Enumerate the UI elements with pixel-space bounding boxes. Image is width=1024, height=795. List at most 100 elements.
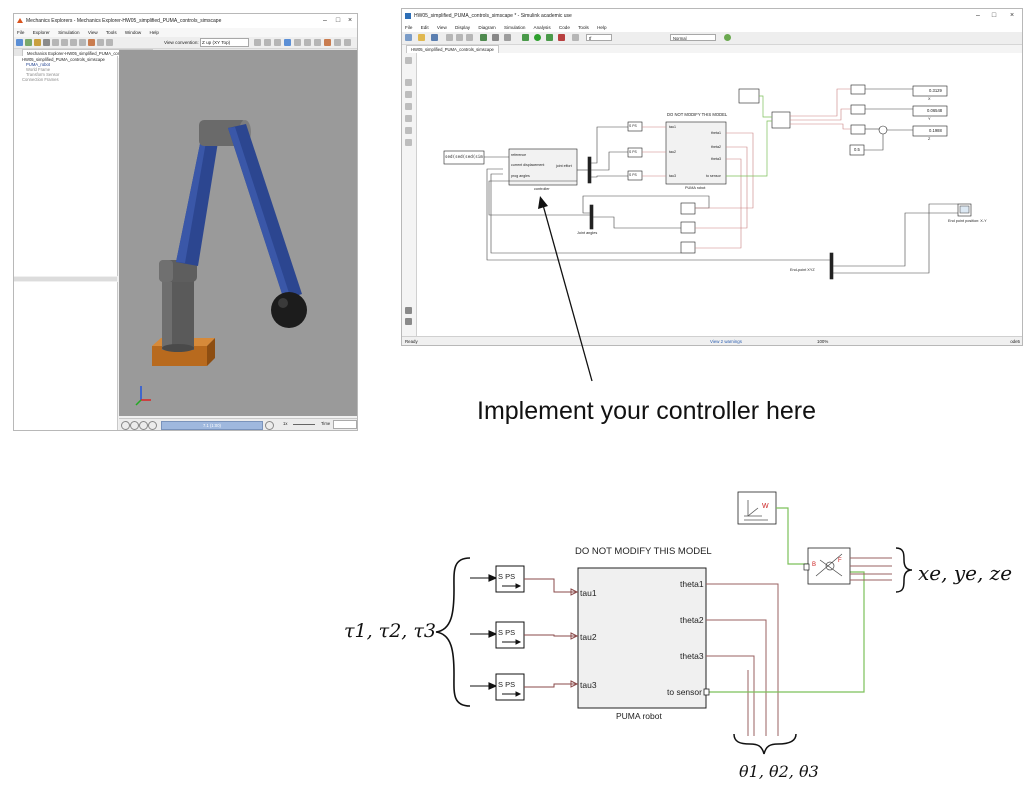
view-4-icon[interactable] xyxy=(284,39,291,46)
open-icon[interactable] xyxy=(418,34,425,41)
view-top-icon[interactable] xyxy=(70,39,77,46)
sl-maximize-button[interactable]: □ xyxy=(991,12,997,19)
time-field[interactable] xyxy=(333,420,357,429)
sim-mode-select[interactable]: Normal xyxy=(670,34,716,41)
pss-block-3[interactable] xyxy=(680,241,696,254)
pss-x-block[interactable] xyxy=(850,84,866,95)
rotate-icon[interactable] xyxy=(34,39,41,46)
sl-menu-tools[interactable]: Tools xyxy=(578,25,589,30)
close-button[interactable]: × xyxy=(347,17,353,24)
world-frame-block[interactable] xyxy=(738,88,760,104)
playback-progress[interactable]: 7.1 (1:00) xyxy=(161,421,263,430)
settings-icon[interactable] xyxy=(492,34,499,41)
palette-fit-icon[interactable] xyxy=(405,91,412,98)
new-model-icon[interactable] xyxy=(405,34,412,41)
pan-icon[interactable] xyxy=(43,39,50,46)
play-button[interactable] xyxy=(139,421,148,430)
library-icon[interactable] xyxy=(480,34,487,41)
menu-simulation[interactable]: Simulation xyxy=(58,30,80,35)
stop-icon[interactable] xyxy=(558,34,565,41)
sl-close-button[interactable]: × xyxy=(1009,12,1015,19)
sl-menu-diagram[interactable]: Diagram xyxy=(478,25,496,30)
palette-hide-icon[interactable] xyxy=(405,57,412,64)
palette-arrow-icon[interactable] xyxy=(405,103,412,110)
sps-block-1[interactable] xyxy=(627,121,643,132)
back-icon[interactable] xyxy=(446,34,453,41)
detail-sps-block-3[interactable] xyxy=(495,673,525,701)
pss-block-2[interactable] xyxy=(680,221,696,234)
stop-time-field[interactable]: tf xyxy=(586,34,612,41)
sl-menu-file[interactable]: File xyxy=(405,25,413,30)
step-forward-button[interactable] xyxy=(148,421,157,430)
menu-file[interactable]: File xyxy=(17,30,25,35)
sl-menu-help[interactable]: Help xyxy=(597,25,607,30)
palette-image-icon[interactable] xyxy=(405,127,412,134)
tree-item-transform-sensor[interactable]: Transform Sensor xyxy=(26,72,60,77)
view-convention-select[interactable]: Z up (XY Top) xyxy=(200,38,249,47)
menu-window[interactable]: Window xyxy=(124,30,142,35)
forward-icon[interactable] xyxy=(456,34,463,41)
view-5-icon[interactable] xyxy=(294,39,301,46)
display-x-block[interactable] xyxy=(912,85,948,97)
detail-world-frame-block[interactable] xyxy=(737,491,777,525)
tree-item-connection-frames[interactable]: Connection Frames xyxy=(22,77,59,82)
menu-tools[interactable]: Tools xyxy=(105,30,117,35)
display-y-block[interactable] xyxy=(912,105,948,117)
menu-explorer[interactable]: Explorer xyxy=(32,30,50,35)
step-back-sim-icon[interactable] xyxy=(522,34,529,41)
tree-item-world-frame[interactable]: World Frame xyxy=(26,67,51,72)
display-z-block[interactable] xyxy=(912,125,948,137)
view-3-icon[interactable] xyxy=(274,39,281,46)
record-icon[interactable] xyxy=(106,39,113,46)
sl-menu-code[interactable]: Code xyxy=(558,25,570,30)
menu-view[interactable]: View xyxy=(87,30,98,35)
pss-block-1[interactable] xyxy=(680,202,696,215)
up-icon[interactable] xyxy=(466,34,473,41)
sl-menu-display[interactable]: Display xyxy=(455,25,471,30)
loop-button[interactable] xyxy=(265,421,274,430)
play-back-button[interactable] xyxy=(121,421,130,430)
detail-sps-block-1[interactable] xyxy=(495,565,525,593)
transform-sensor-block[interactable] xyxy=(771,111,791,129)
menu-help[interactable]: Help xyxy=(149,30,159,35)
view-iso-icon[interactable] xyxy=(79,39,86,46)
model-tab[interactable]: HW05_simplified_PUMA_controls_simscape xyxy=(406,45,499,54)
controller-block[interactable] xyxy=(508,148,578,186)
tree-item-puma[interactable]: PUMA_robot xyxy=(26,62,50,67)
status-warnings[interactable]: View 2 warnings xyxy=(710,339,742,344)
3d-viewport[interactable] xyxy=(119,50,357,416)
puma-robot-block[interactable] xyxy=(665,121,727,185)
palette-area-icon[interactable] xyxy=(405,139,412,146)
pss-z-block[interactable] xyxy=(850,124,866,135)
simulink-canvas[interactable]: sed(sed(sed(sim reference current displa… xyxy=(417,53,1022,336)
step-back-button[interactable] xyxy=(130,421,139,430)
maximize-button[interactable]: □ xyxy=(335,17,341,24)
frames-icon[interactable] xyxy=(88,39,95,46)
lighting-icon[interactable] xyxy=(97,39,104,46)
view-6-icon[interactable] xyxy=(304,39,311,46)
status-solver[interactable]: ode5 xyxy=(1010,339,1020,344)
pss-y-block[interactable] xyxy=(850,104,866,115)
sl-menu-view[interactable]: View xyxy=(436,25,447,30)
check-icon[interactable] xyxy=(724,34,731,41)
palette-explorer-icon[interactable] xyxy=(405,318,412,325)
sps-block-3[interactable] xyxy=(627,170,643,181)
save-icon[interactable] xyxy=(431,34,438,41)
tree-splitter[interactable] xyxy=(14,277,117,281)
fit-icon[interactable] xyxy=(25,39,32,46)
sps-block-2[interactable] xyxy=(627,147,643,158)
minimize-button[interactable]: – xyxy=(323,17,327,24)
view-1-icon[interactable] xyxy=(254,39,261,46)
view-front-icon[interactable] xyxy=(52,39,59,46)
palette-zoom-icon[interactable] xyxy=(405,79,412,86)
view-9-icon[interactable] xyxy=(334,39,341,46)
grid-icon[interactable] xyxy=(504,34,511,41)
speed-slider[interactable] xyxy=(293,424,315,425)
view-8-icon[interactable] xyxy=(324,39,331,46)
view-2-icon[interactable] xyxy=(264,39,271,46)
sl-menu-edit[interactable]: Edit xyxy=(420,25,429,30)
view-side-icon[interactable] xyxy=(61,39,68,46)
scope-icon[interactable] xyxy=(572,34,579,41)
sl-minimize-button[interactable]: – xyxy=(976,12,980,19)
view-10-icon[interactable] xyxy=(344,39,351,46)
